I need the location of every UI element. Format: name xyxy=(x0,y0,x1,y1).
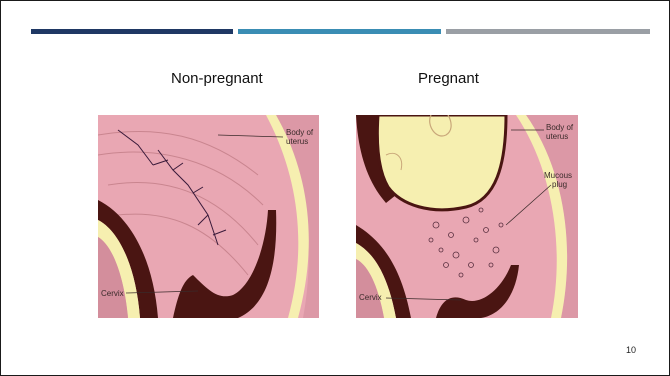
label-body-of-uterus-line1: Body of xyxy=(546,123,574,132)
label-body-of-uterus-line1: Body of xyxy=(286,128,314,137)
label-mucous-plug-line2: plug xyxy=(552,180,567,189)
label-body-of-uterus-line2: uterus xyxy=(286,137,308,146)
illustration-non-pregnant: Body of uterus Cervix xyxy=(98,115,319,318)
figure-non-pregnant-cervix: Body of uterus Cervix xyxy=(98,115,319,318)
accent-bar-grey xyxy=(446,29,650,34)
page-number: 10 xyxy=(626,345,636,355)
heading-non-pregnant: Non-pregnant xyxy=(171,70,263,87)
heading-pregnant: Pregnant xyxy=(418,70,479,87)
label-cervix: Cervix xyxy=(101,289,124,298)
label-body-of-uterus-line2: uterus xyxy=(546,132,568,141)
figure-pregnant-cervix: Body of uterus Mucous plug Cervix xyxy=(356,115,578,318)
accent-bar-teal xyxy=(238,29,441,34)
label-cervix: Cervix xyxy=(359,293,382,302)
label-mucous-plug-line1: Mucous xyxy=(544,171,572,180)
accent-bar-navy xyxy=(31,29,233,34)
illustration-pregnant: Body of uterus Mucous plug Cervix xyxy=(356,115,578,318)
